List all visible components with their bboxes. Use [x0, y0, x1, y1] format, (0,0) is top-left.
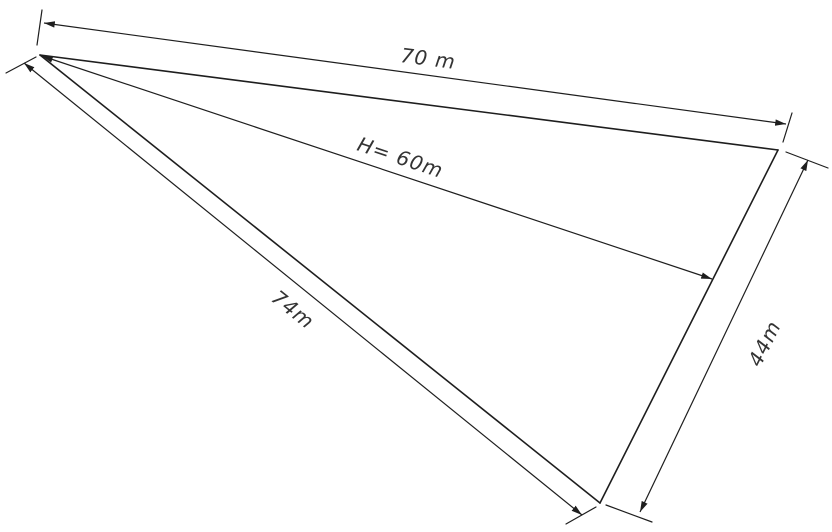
- extension-line-left-top: [5, 56, 37, 74]
- label-side-right: 44m: [743, 317, 786, 371]
- triangle-side-left: [39, 54, 601, 504]
- height-line: [41, 55, 713, 280]
- label-side-left: 74m: [267, 285, 319, 334]
- extension-line-bottom-left: [565, 506, 597, 525]
- triangle-side-top: [39, 54, 779, 151]
- dimension-line-right: [639, 159, 809, 513]
- extension-line-right-top: [785, 151, 829, 169]
- extension-line-top-right: [782, 112, 793, 143]
- dimension-line-top: [43, 21, 787, 126]
- label-side-top: 70 m: [399, 43, 457, 74]
- extension-line-top-left: [36, 9, 43, 46]
- triangle-side-right: [599, 149, 779, 504]
- dimension-line-left: [23, 62, 583, 516]
- extension-line-bottom-right: [605, 504, 653, 523]
